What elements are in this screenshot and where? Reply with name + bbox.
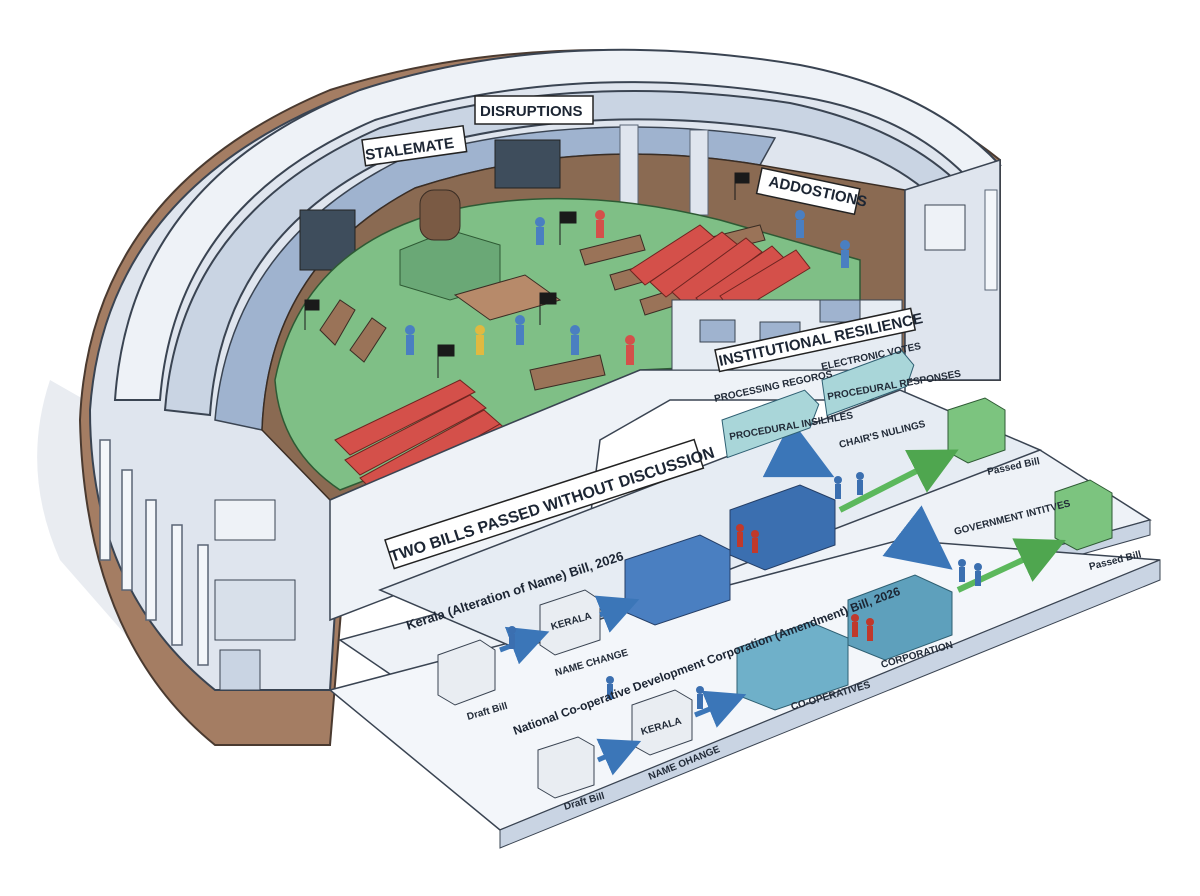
wall-screen-center <box>494 139 561 189</box>
lane2-arrow-passed <box>956 538 1066 593</box>
lane1-passed-block <box>947 397 1006 464</box>
chamber-column <box>689 129 709 216</box>
lane2-passed-block <box>1054 479 1113 551</box>
colonnade <box>99 439 209 666</box>
chamber-column <box>619 124 639 216</box>
protest-flags <box>304 172 750 378</box>
lane-figures <box>508 472 982 709</box>
central-table <box>453 274 562 321</box>
lane2-arrow-1 <box>596 738 642 776</box>
lane1-arrow-1 <box>499 626 550 665</box>
wall-screen-left <box>299 209 356 271</box>
protesters <box>405 210 850 365</box>
label-disruptions: DISRUPTIONS <box>480 103 583 120</box>
label-plates <box>361 95 917 570</box>
benches-red-right <box>629 224 811 315</box>
lane2-teal-block-2 <box>847 574 953 661</box>
procedure-plates <box>721 350 915 459</box>
stairs <box>219 649 261 691</box>
lane2-draft-block <box>537 736 595 799</box>
lane1-arrow-2 <box>594 595 640 633</box>
procedure-arrow-1 <box>762 419 835 478</box>
right-wing <box>904 158 1001 381</box>
lane2-arrow-2 <box>694 690 747 728</box>
lane1-arrow-passed <box>838 449 959 513</box>
procedure-arrow-2 <box>882 505 953 570</box>
lane1-draft-block <box>437 639 496 706</box>
speaker-chair <box>419 189 461 241</box>
